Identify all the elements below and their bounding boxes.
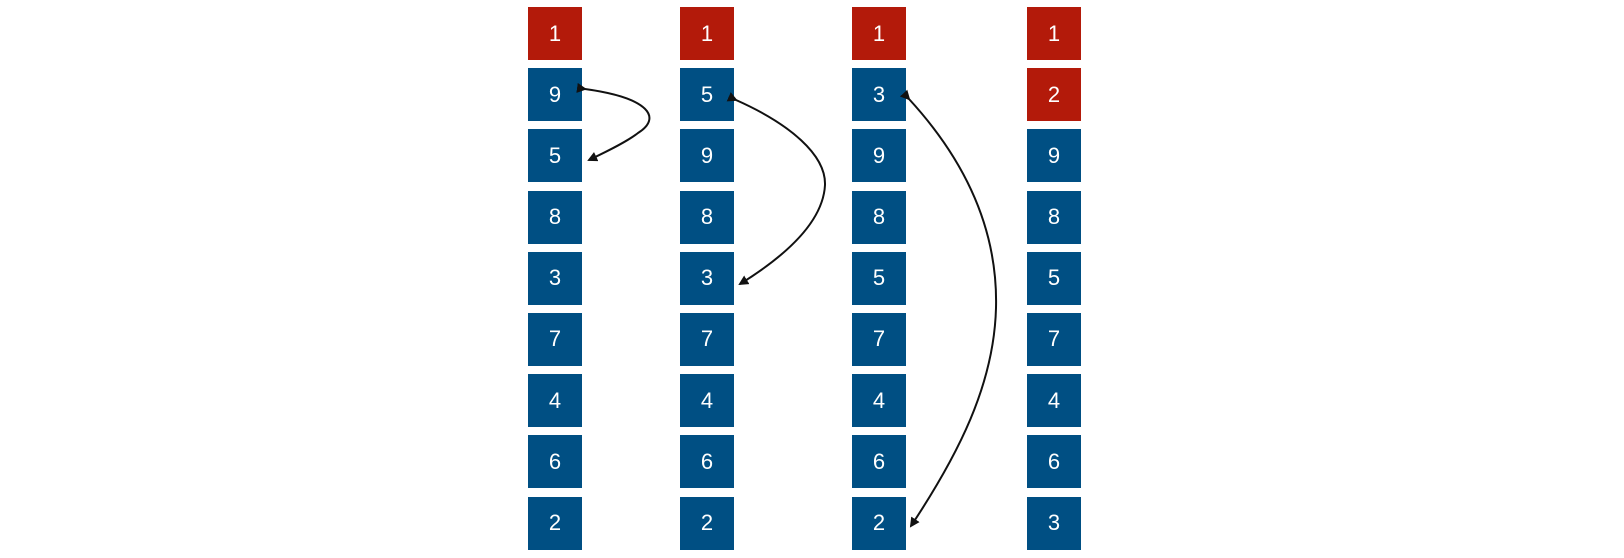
swap-arrow	[899, 89, 998, 528]
array-cell: 9	[528, 68, 582, 122]
array-cell: 3	[1027, 496, 1081, 550]
array-column-step-1: 1 9 5 8 3 7 4 6 2	[528, 7, 582, 558]
array-cell: 2	[852, 496, 906, 550]
array-cell: 5	[852, 251, 906, 305]
array-cell: 2	[680, 496, 734, 550]
array-cell: 3	[528, 251, 582, 305]
array-cell: 6	[528, 435, 582, 489]
array-cell: 9	[680, 129, 734, 183]
array-cell: 4	[852, 374, 906, 428]
array-cell: 7	[1027, 312, 1081, 366]
array-cell: 1	[852, 7, 906, 60]
array-column-step-4: 1 2 9 8 5 7 4 6 3	[1027, 7, 1081, 558]
array-cell: 8	[680, 190, 734, 244]
array-cell: 2	[528, 496, 582, 550]
swap-arrow	[726, 92, 827, 286]
array-column-step-3: 1 3 9 8 5 7 4 6 2	[852, 7, 906, 558]
array-cell: 7	[852, 312, 906, 366]
array-cell: 9	[1027, 129, 1081, 183]
array-cell: 6	[680, 435, 734, 489]
array-cell: 9	[852, 129, 906, 183]
array-cell: 4	[680, 374, 734, 428]
array-cell: 7	[528, 312, 582, 366]
array-cell: 1	[528, 7, 582, 60]
array-cell: 2	[1027, 68, 1081, 122]
array-cell: 8	[528, 190, 582, 244]
array-cell: 5	[528, 129, 582, 183]
array-cell: 8	[1027, 190, 1081, 244]
array-cell: 3	[852, 68, 906, 122]
array-cell: 7	[680, 312, 734, 366]
array-column-step-2: 1 5 9 8 3 7 4 6 2	[680, 7, 734, 558]
array-cell: 4	[528, 374, 582, 428]
array-cell: 1	[680, 7, 734, 60]
array-cell: 5	[680, 68, 734, 122]
array-cell: 1	[1027, 7, 1081, 60]
array-cell: 5	[1027, 251, 1081, 305]
array-cell: 4	[1027, 374, 1081, 428]
array-cell: 6	[852, 435, 906, 489]
swap-arrow	[576, 82, 651, 162]
array-cell: 8	[852, 190, 906, 244]
array-cell: 3	[680, 251, 734, 305]
array-cell: 6	[1027, 435, 1081, 489]
